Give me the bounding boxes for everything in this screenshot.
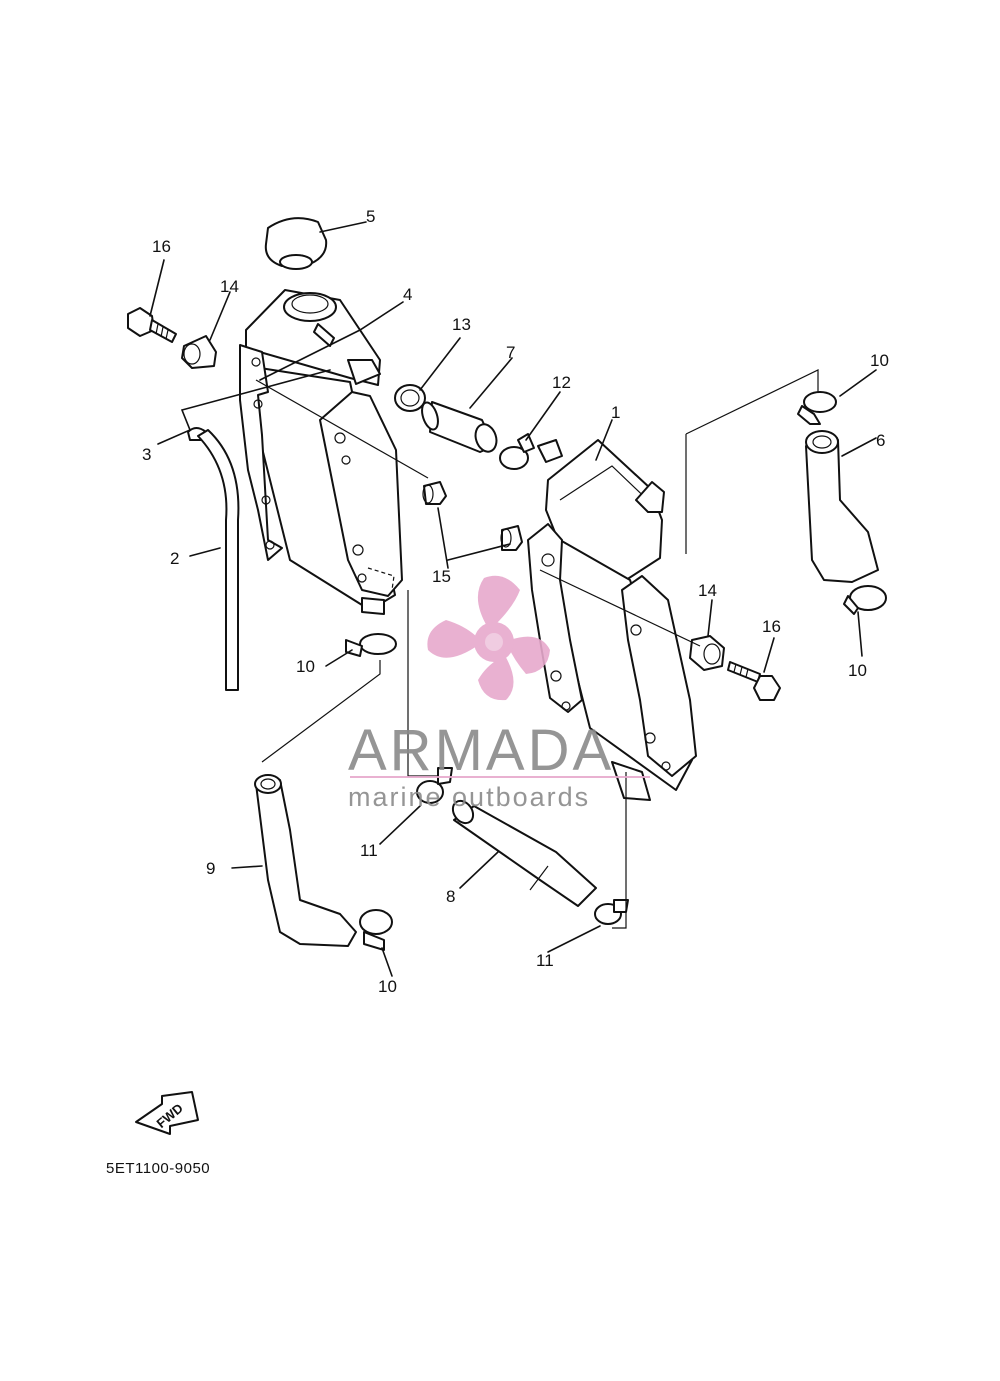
callout-11-lower: 11 [536, 951, 554, 970]
propeller-logo-icon [427, 575, 550, 701]
callout-8: 8 [446, 887, 455, 906]
callout-10-top-right: 10 [870, 351, 889, 370]
collar-lower [500, 525, 523, 551]
callout-10-left: 10 [296, 657, 315, 676]
left-radiator [239, 289, 403, 615]
radiator-hose-6 [805, 430, 879, 583]
callout-7: 7 [506, 343, 515, 362]
callout-10-mid-right: 10 [848, 661, 867, 680]
grommet-right [689, 635, 725, 671]
watermark-brand: ARMADA [348, 718, 614, 783]
hose-clamp-12 [499, 433, 535, 470]
callout-11-upper: 11 [360, 841, 378, 860]
callout-14-right: 14 [698, 581, 717, 600]
callout-5: 5 [366, 207, 375, 226]
hose-clamp-11-lower [594, 899, 629, 925]
callouts: 1 2 3 4 5 6 7 8 9 10 10 10 10 11 11 12 1… [142, 207, 889, 996]
hose-clamp-10-left [345, 633, 397, 657]
callout-3: 3 [142, 445, 151, 464]
hose-clamp-13 [394, 384, 426, 412]
watermark-tagline: marine outboards [348, 782, 590, 812]
hose-clamp-10-top-right [797, 391, 837, 425]
callout-14-left: 14 [220, 277, 239, 296]
callout-2: 2 [170, 549, 179, 568]
callout-4: 4 [403, 285, 412, 304]
callout-15: 15 [432, 567, 451, 586]
bolt-right [727, 661, 781, 701]
radiator-hose-9 [254, 774, 357, 947]
callout-16-right: 16 [762, 617, 781, 636]
collar-upper [422, 481, 447, 505]
diagram-code: 5ET1100-9050 [106, 1160, 210, 1177]
grommet-left [181, 335, 217, 369]
callout-12: 12 [552, 373, 571, 392]
joint-hose [421, 401, 498, 453]
leader-lines [149, 221, 877, 977]
callout-1: 1 [611, 403, 620, 422]
watermark: ARMADA marine outboards [348, 575, 650, 812]
callout-10-bottom: 10 [378, 977, 397, 996]
hose-clamp-10-mid-right [843, 585, 887, 615]
callout-13: 13 [452, 315, 471, 334]
callout-9: 9 [206, 859, 215, 878]
breather-hose [197, 429, 240, 691]
bolt-left [127, 307, 177, 343]
callout-6: 6 [876, 431, 885, 450]
callout-16-left: 16 [152, 237, 171, 256]
hose-clamp-10-bottom [359, 909, 393, 951]
radiator-cap [264, 217, 328, 270]
joint-hose-8 [451, 799, 597, 907]
watermark-underline [350, 776, 650, 778]
right-radiator [527, 439, 697, 801]
fwd-arrow-icon: FWD [135, 1091, 199, 1135]
